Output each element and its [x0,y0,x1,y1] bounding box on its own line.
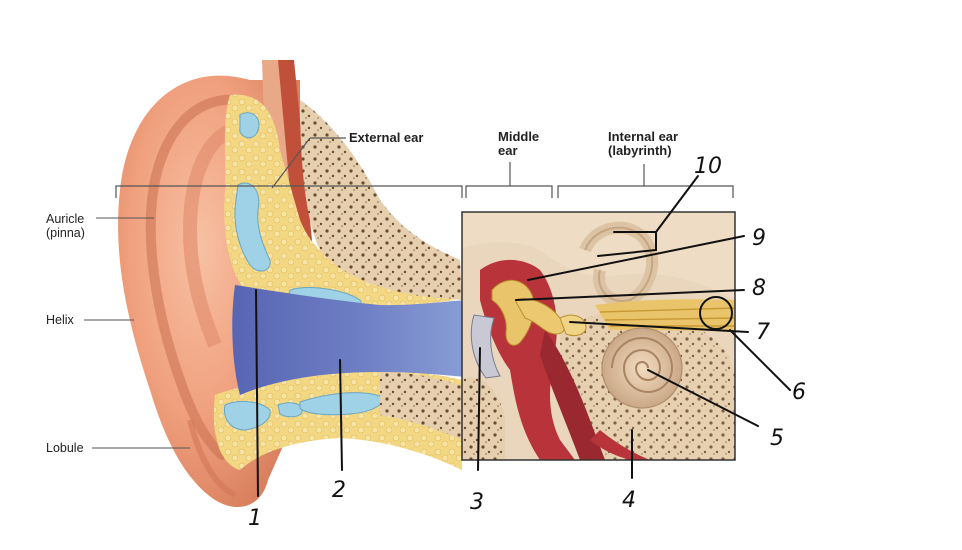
number-2: 2 [332,478,346,503]
hand-annotations [255,175,791,497]
number-9: 9 [752,226,766,251]
ossicles [491,280,535,346]
auricle-label: Auricle (pinna) [46,212,85,240]
inset-panel [461,211,736,461]
auditory-tube [590,430,650,460]
cochlea [601,327,683,409]
number-10: 10 [694,154,722,179]
region-brackets [115,137,734,198]
upper-cartilage [224,94,455,311]
number-5: 5 [770,426,784,451]
temporal-bone-upper [300,100,462,300]
number-1: 1 [248,506,262,531]
number-3: 3 [470,490,484,515]
tympanic-membrane [470,314,501,379]
lobule-label: Lobule [46,441,84,455]
number-8: 8 [752,276,766,301]
left-leader-lines [84,217,190,449]
middle-ear-label: Middle ear [498,129,540,158]
helix-label: Helix [46,313,74,327]
internal-ear-label: Internal ear (labyrinth) [608,129,679,158]
ear-canal [232,285,492,395]
number-4: 4 [622,488,636,513]
number-7: 7 [756,320,770,345]
number-6: 6 [792,380,806,405]
external-ear-label: External ear [349,130,424,145]
temporal-bone-lower [380,372,462,440]
